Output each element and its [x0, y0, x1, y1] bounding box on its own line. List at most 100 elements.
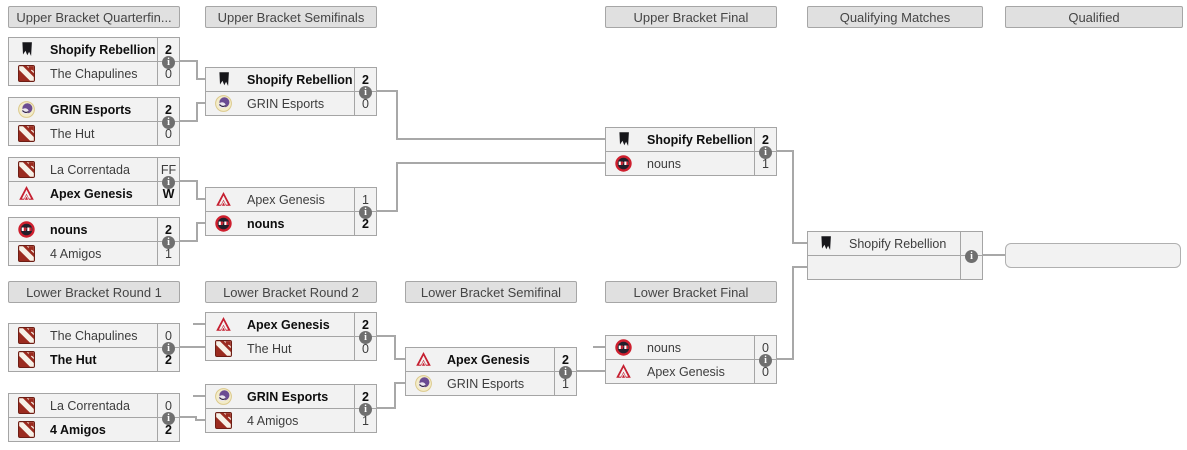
match-info-icon[interactable]: i	[965, 250, 978, 263]
team-name[interactable]: The Hut	[50, 126, 95, 141]
match-info-icon[interactable]: i	[359, 331, 372, 344]
team-name[interactable]: Apex Genesis	[247, 192, 325, 207]
match-info-icon[interactable]: i	[759, 146, 772, 159]
bracket-connector	[593, 346, 605, 348]
team-row[interactable]: Apex Genesis 2	[406, 348, 576, 371]
dota2-logo-icon	[215, 412, 232, 429]
shopify-rebellion-logo-icon	[18, 41, 35, 58]
dota2-logo-icon	[18, 65, 35, 82]
bracket-connector	[197, 102, 205, 104]
team-row[interactable]: La Correntada FF	[9, 158, 179, 181]
match-info-icon[interactable]: i	[359, 403, 372, 416]
team-row[interactable]: nouns 0	[606, 336, 776, 359]
team-name[interactable]: Shopify Rebellion	[50, 42, 156, 57]
team-row[interactable]: The Chapulines 0	[9, 61, 179, 85]
team-score: 2	[754, 128, 776, 151]
team-name[interactable]: 4 Amigos	[50, 422, 106, 437]
team-row[interactable]: 4 Amigos 1	[206, 408, 376, 432]
team-name[interactable]: Shopify Rebellion	[647, 132, 753, 147]
match-info-icon[interactable]: i	[162, 236, 175, 249]
header-label: Upper Bracket Final	[633, 9, 749, 25]
team-row[interactable]: Shopify Rebellion	[808, 232, 982, 255]
team-row[interactable]: GRIN Esports 2	[206, 385, 376, 408]
bracket-connector	[196, 222, 198, 242]
team-name[interactable]: The Chapulines	[50, 328, 138, 343]
bracket-connector	[792, 266, 794, 360]
team-row[interactable]: Apex Genesis 1	[206, 188, 376, 211]
team-row[interactable]: The Hut 2	[9, 347, 179, 371]
team-name[interactable]: Apex Genesis	[647, 364, 725, 379]
team-name[interactable]: nouns	[647, 156, 682, 171]
bracket-connector	[180, 180, 198, 182]
bracket-connector	[193, 323, 205, 325]
team-row[interactable]: Shopify Rebellion 2	[206, 68, 376, 91]
team-name[interactable]: Apex Genesis	[447, 352, 530, 367]
team-score: 2	[157, 418, 179, 441]
match-lb-round1-1: The Chapulines 0 The Hut 2 i	[8, 323, 180, 372]
match-info-icon[interactable]: i	[359, 86, 372, 99]
team-row[interactable]: 4 Amigos 1	[9, 241, 179, 265]
shopify-rebellion-logo-icon	[215, 71, 232, 88]
team-name[interactable]: 4 Amigos	[50, 246, 102, 261]
team-name[interactable]: La Correntada	[50, 162, 130, 177]
apex-genesis-logo-icon	[215, 316, 232, 333]
nouns-logo-icon	[215, 215, 232, 232]
dota2-logo-icon	[18, 351, 35, 368]
match-info-icon[interactable]: i	[162, 176, 175, 189]
team-row[interactable]: nouns 2	[9, 218, 179, 241]
team-row[interactable]: Apex Genesis 2	[206, 313, 376, 336]
match-info-icon[interactable]: i	[162, 412, 175, 425]
team-row[interactable]: The Hut 0	[206, 336, 376, 360]
team-row[interactable]: 4 Amigos 2	[9, 417, 179, 441]
team-name[interactable]: nouns	[50, 222, 88, 237]
match-lb-round2-2: GRIN Esports 2 4 Amigos 1 i	[205, 384, 377, 433]
match-lb-semifinal: Apex Genesis 2 GRIN Esports 1 i	[405, 347, 577, 396]
header-upper-bracket-semifinals: Upper Bracket Semifinals	[205, 6, 377, 28]
team-score: 1	[554, 372, 576, 395]
team-name[interactable]: GRIN Esports	[247, 389, 329, 404]
team-row-empty	[808, 255, 982, 279]
team-name[interactable]: Apex Genesis	[50, 186, 133, 201]
nouns-logo-icon	[615, 339, 632, 356]
team-name[interactable]: Apex Genesis	[247, 317, 330, 332]
team-name[interactable]: nouns	[247, 216, 285, 231]
team-row[interactable]: GRIN Esports 1	[406, 371, 576, 395]
team-name[interactable]: The Hut	[247, 341, 292, 356]
team-row[interactable]: La Correntada 0	[9, 394, 179, 417]
apex-genesis-logo-icon	[615, 363, 632, 380]
team-name[interactable]: GRIN Esports	[247, 96, 325, 111]
match-info-icon[interactable]: i	[162, 116, 175, 129]
team-row[interactable]: Apex Genesis W	[9, 181, 179, 205]
dota2-logo-icon	[18, 161, 35, 178]
team-row[interactable]: GRIN Esports 0	[206, 91, 376, 115]
team-name[interactable]: The Hut	[50, 352, 97, 367]
match-info-icon[interactable]: i	[359, 206, 372, 219]
match-info-icon[interactable]: i	[162, 342, 175, 355]
team-row[interactable]: GRIN Esports 2	[9, 98, 179, 121]
team-name[interactable]: GRIN Esports	[447, 376, 525, 391]
team-name[interactable]: The Chapulines	[50, 66, 138, 81]
bracket-connector	[377, 90, 398, 92]
team-row[interactable]: nouns 1	[606, 151, 776, 175]
team-name[interactable]: Shopify Rebellion	[849, 236, 947, 251]
apex-genesis-logo-icon	[415, 351, 432, 368]
bracket-connector	[777, 358, 794, 360]
header-lower-bracket-semifinal: Lower Bracket Semifinal	[405, 281, 577, 303]
match-info-icon[interactable]: i	[559, 366, 572, 379]
team-row[interactable]: Shopify Rebellion 2	[9, 38, 179, 61]
team-row[interactable]: Apex Genesis 0	[606, 359, 776, 383]
match-ub-quarterfinal-4: nouns 2 4 Amigos 1 i	[8, 217, 180, 266]
team-row[interactable]: The Hut 0	[9, 121, 179, 145]
team-row[interactable]: Shopify Rebellion 2	[606, 128, 776, 151]
header-label: Qualified	[1068, 9, 1120, 25]
team-name[interactable]: La Correntada	[50, 398, 130, 413]
match-info-icon[interactable]: i	[759, 354, 772, 367]
team-row[interactable]: nouns 2	[206, 211, 376, 235]
match-info-icon[interactable]: i	[162, 56, 175, 69]
team-row[interactable]: The Chapulines 0	[9, 324, 179, 347]
team-name[interactable]: 4 Amigos	[247, 413, 299, 428]
team-name[interactable]: nouns	[647, 340, 682, 355]
team-name[interactable]: GRIN Esports	[50, 102, 132, 117]
team-score: 2	[354, 313, 376, 336]
team-name[interactable]: Shopify Rebellion	[247, 72, 353, 87]
